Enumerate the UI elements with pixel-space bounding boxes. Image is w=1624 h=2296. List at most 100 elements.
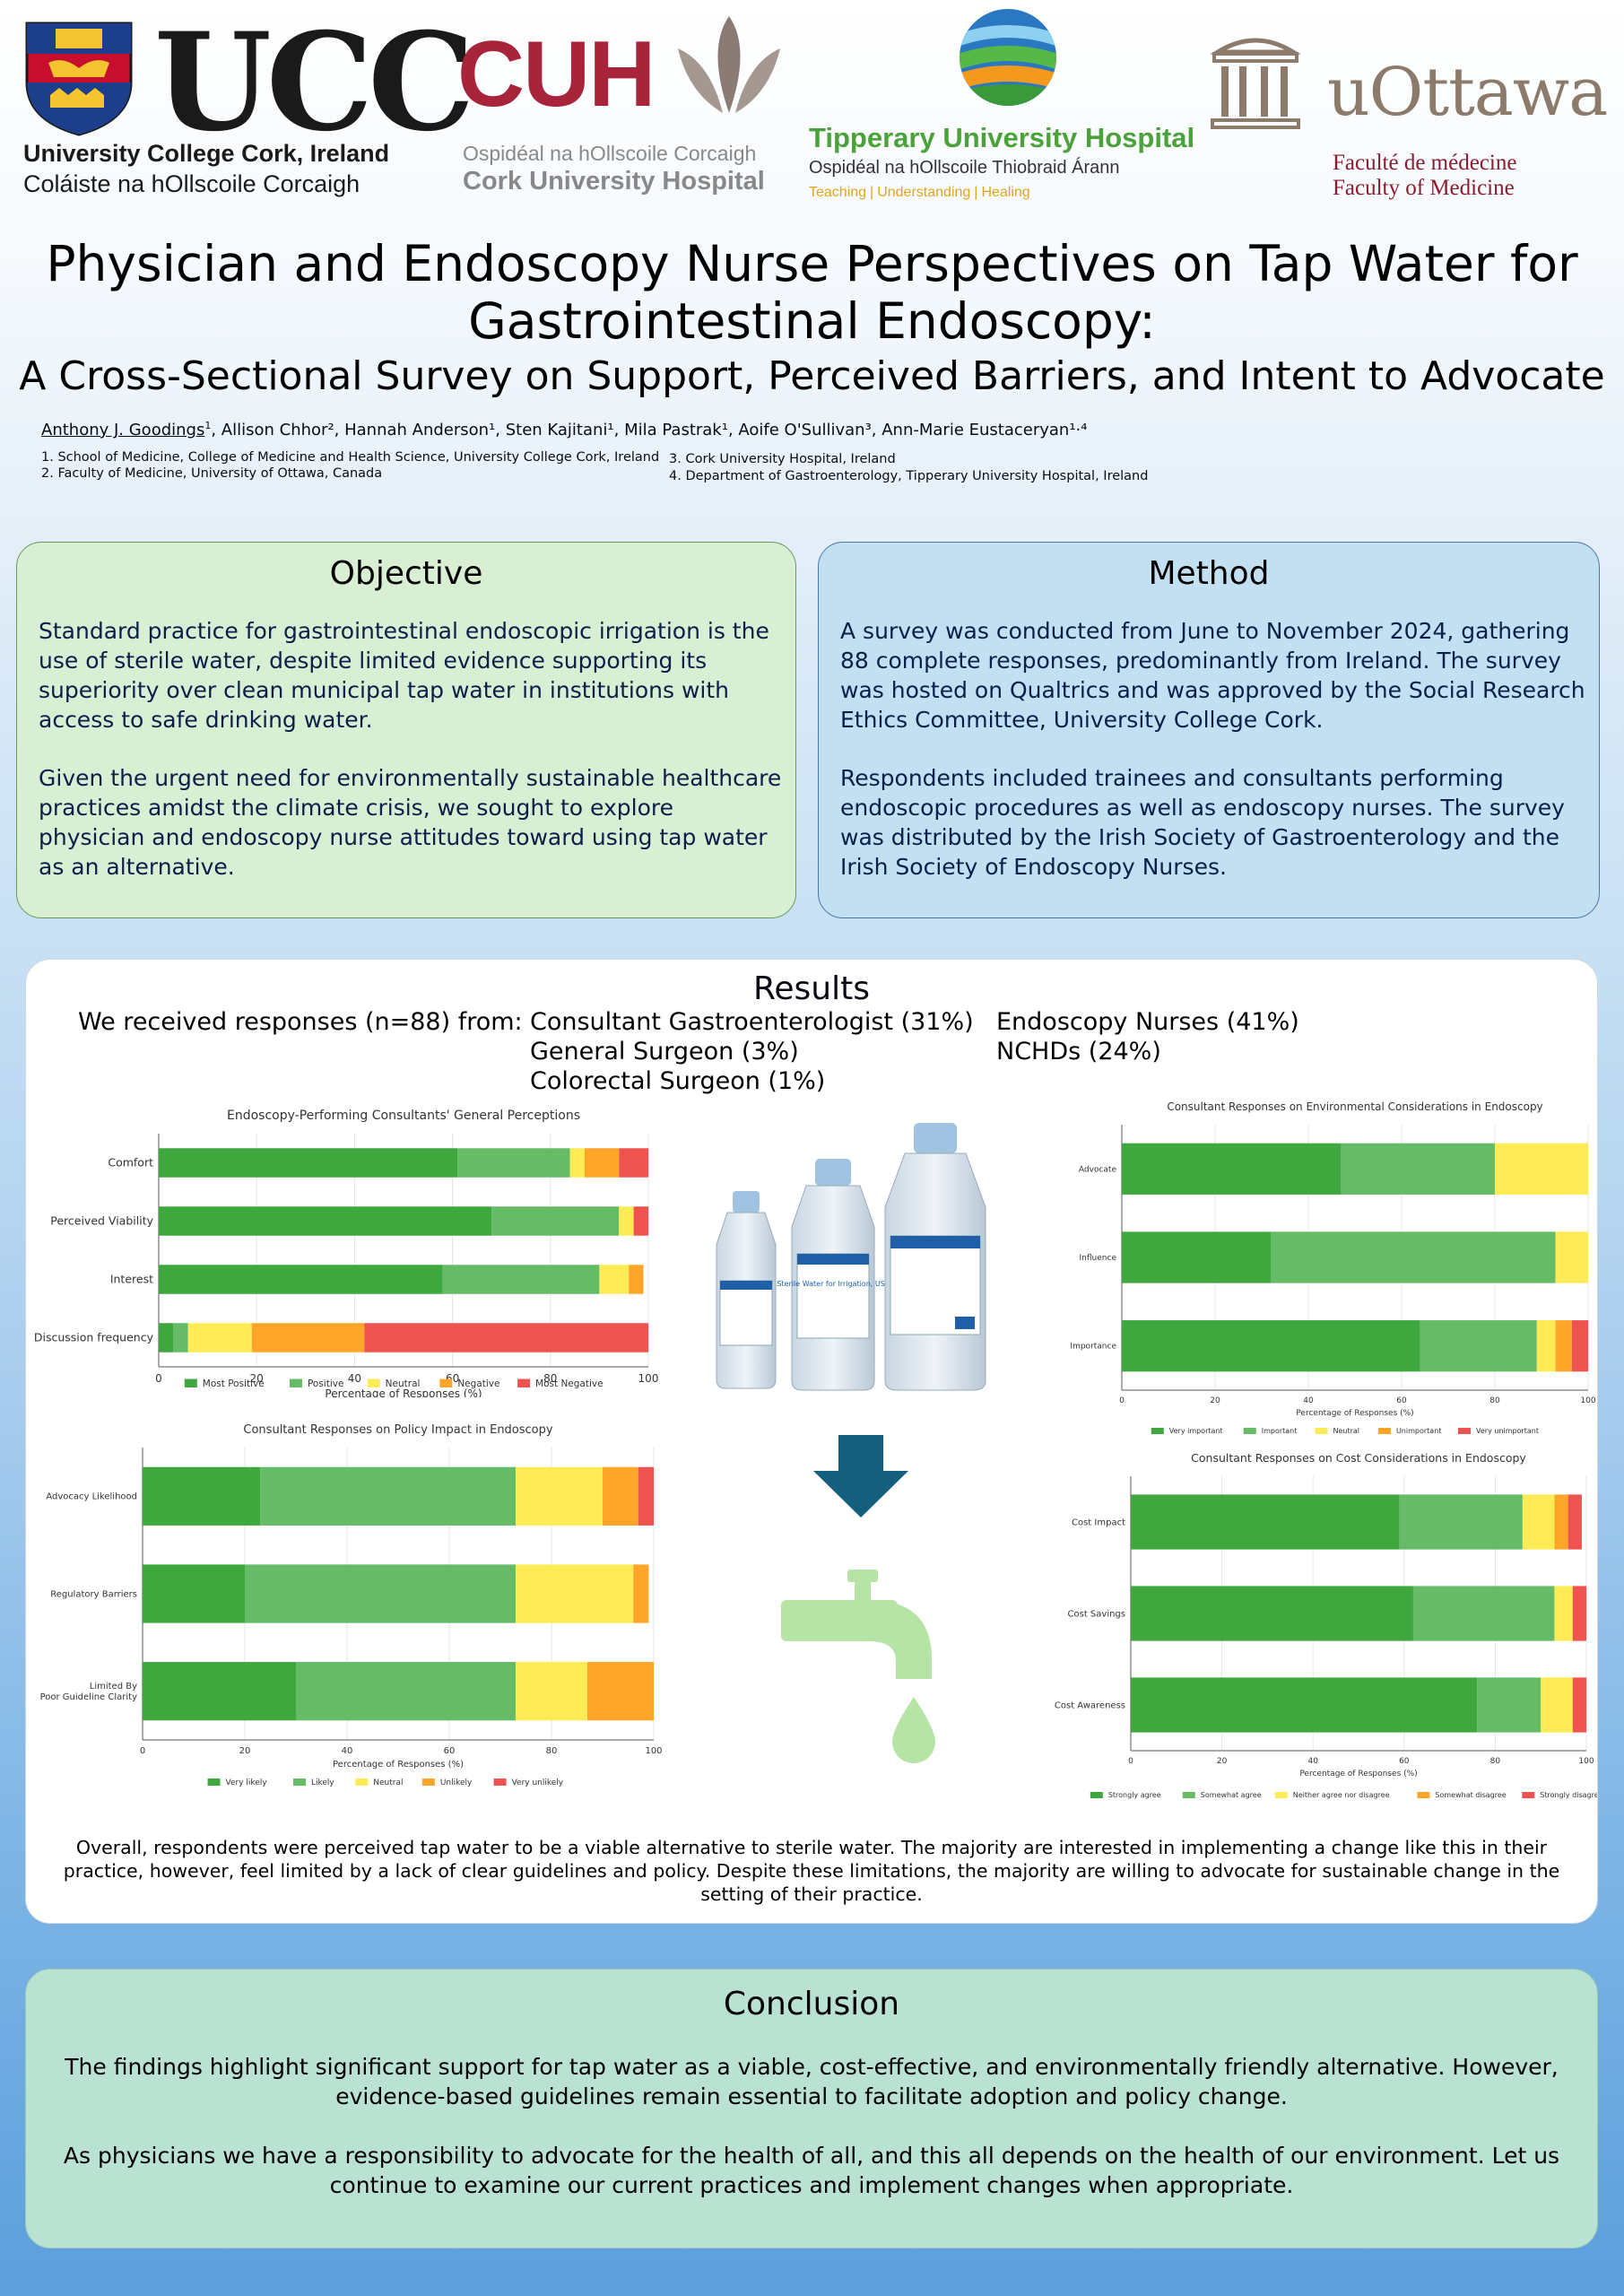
chart1-legend-swatch (1377, 1428, 1391, 1434)
chart3-bar-segment (1412, 1586, 1555, 1641)
chart3-bar-segment (1131, 1586, 1413, 1641)
chart1-category-label: Importance (1070, 1343, 1116, 1352)
chart2-category-label: Advocacy Likelihood (46, 1492, 137, 1502)
chart3-category-label: Cost Impact (1072, 1518, 1125, 1527)
chart3-bar-segment (1541, 1677, 1573, 1733)
policy-impact-svg: Consultant Responses on Policy Impact in… (40, 1423, 663, 1787)
down-arrow-and-tap-icon (781, 1435, 935, 1763)
chart2-legend-swatch (355, 1779, 369, 1786)
conclusion-text: The findings highlight significant suppo… (44, 2052, 1579, 2230)
uottawa-faculty-fr: Faculté de médecine (1333, 151, 1517, 175)
responses-intro: We received responses (n=88) from: (78, 1008, 523, 1036)
chart0-bar-segment (159, 1206, 492, 1236)
chart1-legend-label: Very important (1169, 1427, 1223, 1435)
method-panel: Method A survey was conducted from June … (818, 542, 1600, 918)
affiliation-2: 2. Faculty of Medicine, University of Ot… (41, 466, 383, 481)
chart3-legend-label: Somewhat disagree (1435, 1791, 1506, 1799)
chart0-bar-segment (159, 1323, 174, 1352)
chart0-legend-swatch (289, 1378, 302, 1387)
chart0-category-label: Discussion frequency (34, 1331, 154, 1344)
chart2-legend-swatch (292, 1779, 306, 1786)
chart3-legend-label: Strongly agree (1108, 1791, 1161, 1799)
chart0-bar-segment (173, 1323, 188, 1352)
chart0-bar-segment (159, 1148, 458, 1178)
tap-icon (781, 1570, 935, 1763)
chart2-bar-segment (603, 1466, 638, 1526)
method-paragraph-2: Respondents included trainees and consul… (840, 765, 1565, 880)
chart3-xlabel: Percentage of Responses (%) (1299, 1770, 1417, 1779)
chart1-bar-segment (1122, 1320, 1420, 1372)
chart3-bar-segment (1554, 1494, 1568, 1550)
tuh-tag-teaching: Teaching (809, 185, 867, 200)
chart3-tick-label: 60 (1399, 1757, 1410, 1766)
chart2-bar-segment (143, 1564, 245, 1623)
chart0-tick-label: 20 (250, 1372, 264, 1385)
chart1-tick-label: 20 (1210, 1396, 1220, 1405)
chart-environmental-considerations: Consultant Responses on Environmental Co… (1039, 1092, 1597, 1439)
chart1-legend-label: Neutral (1333, 1427, 1359, 1435)
chart1-legend-label: Very unimportant (1476, 1427, 1539, 1435)
chart2-legend-label: Very likely (226, 1779, 268, 1787)
chart0-legend-label: Positive (308, 1378, 343, 1389)
chart1-tick-label: 0 (1119, 1396, 1125, 1405)
title-line-1: Physician and Endoscopy Nurse Perspectiv… (46, 235, 1578, 292)
chart0-tick-label: 80 (543, 1372, 557, 1385)
tuh-name: Tipperary University Hospital (809, 122, 1195, 153)
conclusion-paragraph-2: As physicians we have a responsibility t… (63, 2143, 1560, 2198)
cuh-irish-name: Ospidéal na hOllscoile Corcaigh (463, 142, 757, 165)
arrow-to-tap (761, 1426, 959, 1803)
chart1-bar-segment (1341, 1143, 1495, 1195)
lotus-icon (678, 16, 780, 113)
chart0-bar-segment (619, 1148, 648, 1178)
chart0-bar-segment (442, 1265, 600, 1294)
ucc-irish-name: Coláiste na hOllscoile Corcaigh (23, 170, 360, 197)
chart2-category-label: Regulatory Barriers (50, 1589, 137, 1599)
chart1-xlabel: Percentage of Responses (%) (1296, 1409, 1413, 1418)
objective-heading: Objective (329, 555, 483, 592)
objective-text: Standard practice for gastrointestinal e… (39, 616, 785, 910)
ucc-shield-icon (25, 22, 133, 136)
ucc-name: University College Cork, Ireland (23, 140, 390, 167)
chart1-legend-swatch (1243, 1428, 1256, 1434)
chart-general-perceptions: Endoscopy-Performing Consultants' Genera… (26, 1101, 672, 1400)
affiliation-4: 4. Department of Gastroenterology, Tippe… (669, 469, 1149, 483)
objective-panel: Objective Standard practice for gastroin… (16, 542, 796, 918)
group-consultant-gastro: Consultant Gastroenterologist (31%) (530, 1008, 974, 1036)
chart2-bar-segment (516, 1564, 634, 1623)
chart1-bar-segment (1271, 1231, 1556, 1283)
chart1-tick-label: 40 (1303, 1396, 1314, 1405)
bottle-label-text: Sterile Water for Irrigation, USP (777, 1280, 889, 1288)
chart0-legend-swatch (367, 1378, 380, 1387)
chart2-title: Consultant Responses on Policy Impact in… (243, 1423, 552, 1437)
tuh-tag-healing: Healing (981, 185, 1030, 200)
tuh-logo: Tipperary University Hospital Ospidéal n… (809, 7, 1194, 200)
chart2-tick-label: 100 (645, 1746, 662, 1756)
cuh-wordmark: CUH (457, 22, 656, 126)
chart1-category-label: Influence (1080, 1254, 1117, 1263)
chart0-bar-segment (619, 1206, 634, 1236)
chart0-bar-segment (457, 1148, 570, 1178)
tuh-tagline: Teaching|Understanding|Healing (809, 185, 1030, 200)
chart3-title: Consultant Responses on Cost Considerati… (1191, 1451, 1526, 1465)
coauthors: , Allison Chhor², Hannah Anderson¹, Sten… (211, 421, 1088, 439)
chart2-legend-swatch (421, 1779, 435, 1786)
chart0-legend-label: Most Negative (535, 1378, 604, 1389)
chart1-legend-swatch (1315, 1428, 1328, 1434)
chart0-bar-segment (599, 1265, 630, 1294)
chart3-legend-label: Strongly disagree (1540, 1791, 1597, 1799)
chart2-legend-label: Very unlikely (512, 1779, 564, 1787)
chart2-bar-segment (633, 1564, 649, 1623)
chart-policy-impact: Consultant Responses on Policy Impact in… (26, 1415, 672, 1796)
poster-subtitle: A Cross-Sectional Survey on Support, Per… (19, 353, 1605, 399)
uottawa-faculty-en: Faculty of Medicine (1333, 176, 1515, 200)
chart0-bar-segment (629, 1265, 644, 1294)
chart0-tick-label: 0 (155, 1372, 162, 1385)
chart3-legend-swatch (1417, 1792, 1430, 1798)
method-text: A survey was conducted from June to Nove… (840, 616, 1588, 910)
chart3-bar-segment (1131, 1494, 1400, 1550)
chart1-bar-segment (1571, 1320, 1588, 1372)
chart1-category-label: Advocate (1079, 1165, 1117, 1174)
affiliation-3: 3. Cork University Hospital, Ireland (669, 452, 896, 466)
chart0-category-label: Interest (110, 1273, 153, 1286)
chart2-tick-label: 40 (342, 1746, 353, 1756)
